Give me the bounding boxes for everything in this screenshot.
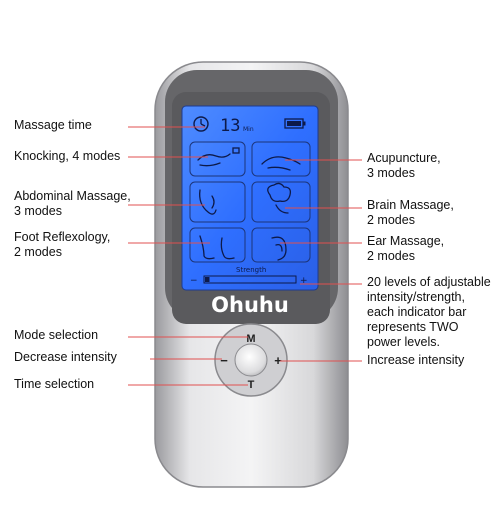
label-time-selection: Time selection xyxy=(14,377,95,391)
plus-button[interactable]: + xyxy=(274,353,282,368)
lcd-time-value: 13 xyxy=(220,116,240,136)
center-button[interactable] xyxy=(234,343,268,377)
label-brain-1: Brain Massage, xyxy=(367,198,454,212)
brain-icon xyxy=(267,182,292,214)
time-button[interactable]: T xyxy=(248,379,255,391)
label-abdominal-1: Abdominal Massage, xyxy=(14,189,131,203)
label-mode-selection: Mode selection xyxy=(14,328,99,342)
clock-icon xyxy=(193,116,209,132)
lcd-strength-label: Strength xyxy=(236,266,266,274)
strength-bar-track xyxy=(203,275,297,284)
lcd-plus: + xyxy=(300,276,308,286)
label-foot-1: Foot Reflexology, xyxy=(14,230,111,244)
label-levels-5: power levels. xyxy=(367,335,440,349)
label-brain-2: 2 modes xyxy=(367,213,415,227)
acupuncture-hand-icon xyxy=(261,156,301,171)
label-massage-time: Massage time xyxy=(14,118,92,132)
mode-cell-knocking xyxy=(189,141,246,177)
abdominal-icon xyxy=(199,189,217,215)
label-levels-3: each indicator bar xyxy=(367,305,467,319)
label-increase: Increase intensity xyxy=(367,353,465,367)
label-decrease: Decrease intensity xyxy=(14,350,117,364)
label-acupuncture-1: Acupuncture, xyxy=(367,151,441,165)
ear-icon xyxy=(271,236,287,261)
callout-lines xyxy=(128,126,362,386)
mode-cell-ear xyxy=(251,227,311,263)
knocking-hand-icon xyxy=(197,153,231,167)
mode-cell-abdominal xyxy=(189,181,246,223)
label-levels-1: 20 levels of adjustable xyxy=(367,275,491,289)
lcd-screen xyxy=(181,105,319,291)
mode-cell-foot xyxy=(189,227,246,263)
label-abdominal-2: 3 modes xyxy=(14,204,62,218)
strength-bar-fill xyxy=(205,277,210,282)
mode-button[interactable]: M xyxy=(246,333,255,345)
label-knocking: Knocking, 4 modes xyxy=(14,149,121,163)
label-levels-4: represents TWO xyxy=(367,320,459,334)
mode-cell-brain xyxy=(251,181,311,223)
label-foot-2: 2 modes xyxy=(14,245,62,259)
battery-icon xyxy=(284,118,306,129)
label-ear-2: 2 modes xyxy=(367,249,415,263)
label-ear-1: Ear Massage, xyxy=(367,234,445,248)
brand-logo: Ohuhu xyxy=(211,293,289,317)
minus-button[interactable]: − xyxy=(220,353,228,368)
lcd-minus: − xyxy=(190,276,198,286)
label-acupuncture-2: 3 modes xyxy=(367,166,415,180)
mode-cell-acupuncture xyxy=(251,141,311,177)
lcd-time-unit: Min xyxy=(243,126,254,133)
label-levels-2: intensity/strength, xyxy=(367,290,465,304)
